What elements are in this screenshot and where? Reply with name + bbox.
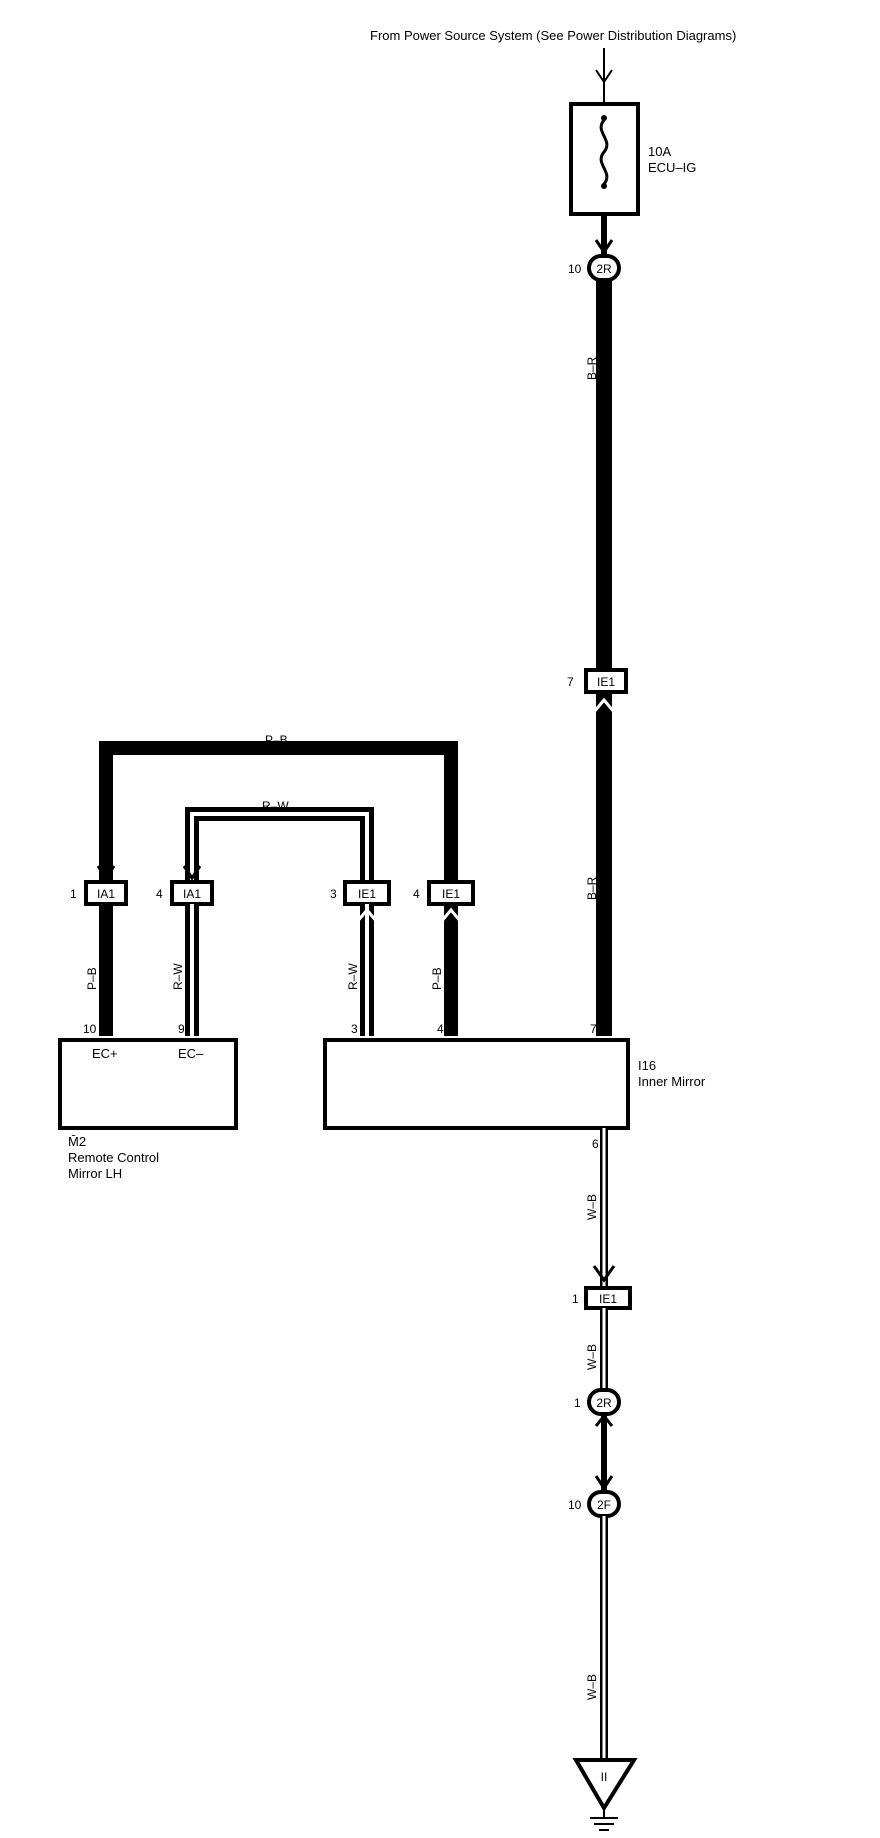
mirror-lh-box bbox=[58, 1038, 238, 1130]
ground-icon bbox=[572, 1758, 638, 1831]
fuse-name: ECU–IG bbox=[648, 160, 696, 175]
inner-mirror-box bbox=[323, 1038, 630, 1130]
pin-2r-top: 10 bbox=[568, 262, 582, 276]
connector-ie1-a: IE1 bbox=[343, 880, 391, 906]
pin-im-7: 7 bbox=[590, 1022, 597, 1036]
wire-label-br-lower: B–R bbox=[585, 876, 599, 900]
wire-label-br-upper: B–R bbox=[585, 356, 599, 380]
wire-label-rw-right: R–W bbox=[346, 963, 360, 990]
connector-ie1-low: IE1 bbox=[584, 1286, 632, 1310]
wire-label-rw-left: R–W bbox=[171, 963, 185, 990]
pin-2f: 10 bbox=[568, 1498, 582, 1512]
svg-text:IE1: IE1 bbox=[358, 887, 376, 901]
svg-text:IE1: IE1 bbox=[442, 887, 460, 901]
terminal-ec-plus: EC+ bbox=[92, 1046, 118, 1061]
svg-text:IE1: IE1 bbox=[599, 1292, 617, 1306]
ground-label: II bbox=[601, 1770, 608, 1784]
fuse-icon bbox=[599, 119, 609, 185]
svg-text:IA1: IA1 bbox=[97, 887, 115, 901]
pin-ia1-a: 1 bbox=[70, 887, 77, 901]
mirror-lh-code: M̄2 bbox=[68, 1134, 86, 1149]
connector-ia1-a: IA1 bbox=[84, 880, 128, 906]
svg-text:2R: 2R bbox=[596, 262, 612, 276]
svg-text:2F: 2F bbox=[597, 1498, 611, 1512]
wire-label-wb-3: W–B bbox=[585, 1674, 599, 1700]
svg-text:2R: 2R bbox=[596, 1396, 612, 1410]
wire-rw-loop bbox=[185, 807, 374, 880]
pin-ie1-top: 7 bbox=[567, 675, 574, 689]
wire-label-pb-top: P–B bbox=[265, 733, 288, 747]
connector-2f: 2F bbox=[587, 1490, 621, 1518]
wire-label-pb-right: P–B bbox=[430, 967, 444, 990]
input-arrow-icon bbox=[595, 48, 613, 102]
pin-ie1-low: 1 bbox=[572, 1292, 579, 1306]
connector-ie1-b: IE1 bbox=[427, 880, 475, 906]
svg-text:IE1: IE1 bbox=[597, 675, 615, 689]
mirror-lh-name-1: Remote Control bbox=[68, 1150, 159, 1165]
wire-label-wb-2: W–B bbox=[585, 1344, 599, 1370]
svg-text:IA1: IA1 bbox=[183, 887, 201, 901]
pin-ec-minus: 9 bbox=[178, 1022, 185, 1036]
fuse-ecu-ig bbox=[569, 102, 640, 216]
connector-ia1-b: IA1 bbox=[170, 880, 214, 906]
connector-ie1-top: IE1 bbox=[584, 668, 628, 694]
wire-label-rw-top: R–W bbox=[262, 799, 289, 813]
pin-ie1-b: 4 bbox=[413, 887, 420, 901]
pin-2r-low: 1 bbox=[574, 1396, 581, 1410]
terminal-ec-minus: EC– bbox=[178, 1046, 204, 1061]
pin-ie1-a: 3 bbox=[330, 887, 337, 901]
wire-label-wb-1: W–B bbox=[585, 1194, 599, 1220]
fuse-rating: 10A bbox=[648, 144, 671, 159]
mirror-lh-name-2: Mirror LH bbox=[68, 1166, 122, 1181]
pin-im-6: 6 bbox=[592, 1137, 599, 1151]
wire-pb-loop bbox=[99, 741, 458, 880]
pin-im-4: 4 bbox=[437, 1022, 444, 1036]
connector-2r-low: 2R bbox=[587, 1388, 621, 1416]
wire-label-pb-left: P–B bbox=[85, 967, 99, 990]
connector-2r-top: 2R bbox=[587, 254, 621, 282]
inner-mirror-code: I16 bbox=[638, 1058, 656, 1073]
pin-ia1-b: 4 bbox=[156, 887, 163, 901]
power-source-note: From Power Source System (See Power Dist… bbox=[370, 28, 736, 43]
inner-mirror-name: Inner Mirror bbox=[638, 1074, 706, 1089]
pin-ec-plus: 10 bbox=[83, 1022, 97, 1036]
pin-im-3: 3 bbox=[351, 1022, 358, 1036]
